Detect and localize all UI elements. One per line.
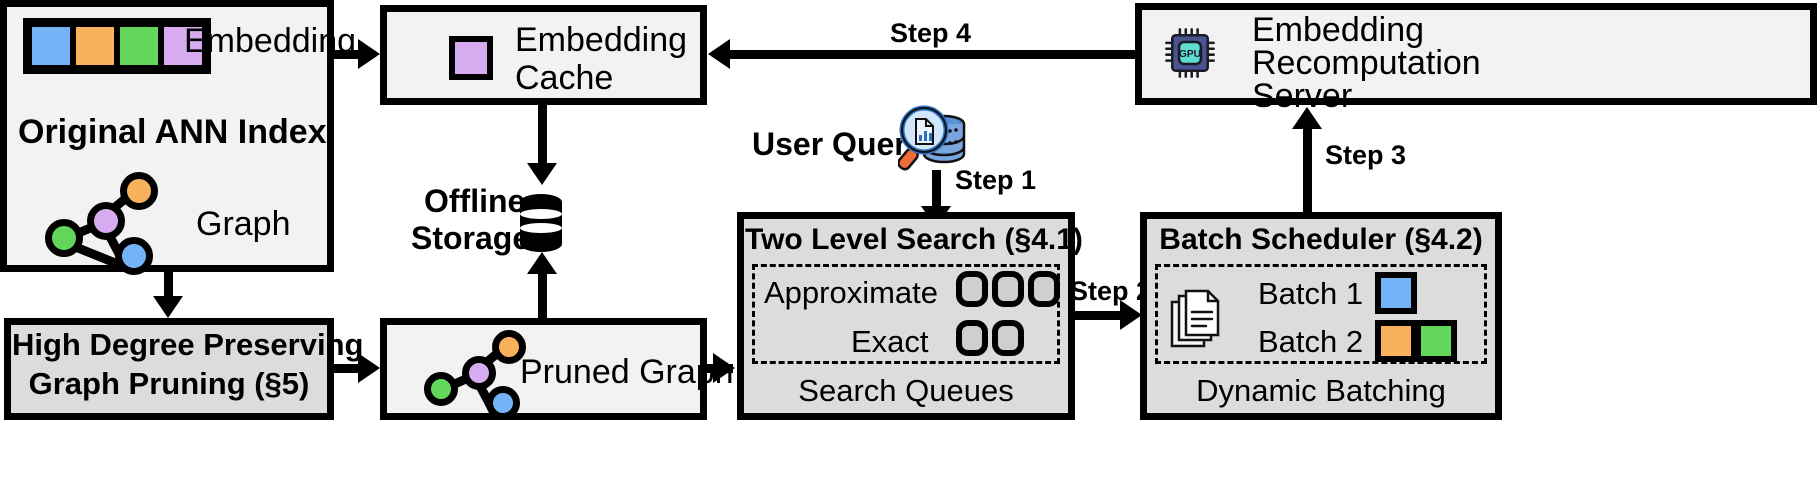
index-to-pruning-shaft xyxy=(164,272,173,300)
gpu-chip-icon: GPU xyxy=(1163,26,1217,80)
pruned-node-green xyxy=(424,372,458,406)
step4-arrow-head xyxy=(708,39,730,69)
two-level-search-title: Two Level Search (§4.1) xyxy=(745,223,1083,256)
query-search-database-icon xyxy=(897,102,972,174)
embedding-cache-swatch xyxy=(449,36,493,80)
pruned-to-storage-shaft xyxy=(538,268,547,320)
embedding-label: Embedding xyxy=(184,22,357,60)
embedding-cell-blue xyxy=(29,24,73,68)
pruned-node-purple xyxy=(462,356,496,390)
approximate-queue-slot xyxy=(992,271,1024,307)
pruning-to-graph-shaft xyxy=(334,364,360,373)
exact-queue-slot xyxy=(956,320,988,356)
recomputation-server-line2: Recomputation xyxy=(1252,44,1481,82)
graph-node-orange xyxy=(120,172,158,210)
exact-queue-label: Exact xyxy=(851,324,929,359)
svg-text:GPU: GPU xyxy=(1179,49,1201,60)
approximate-queue-label: Approximate xyxy=(764,275,939,310)
batch-2-item-green xyxy=(1415,320,1457,362)
embedding-cache-label-line1: Embedding xyxy=(515,21,688,59)
cache-to-storage-shaft xyxy=(538,105,547,167)
offline-storage-line1: Offline xyxy=(424,183,526,219)
pruned-to-storage-head xyxy=(527,252,557,274)
embedding-cache-label-line2: Cache xyxy=(515,59,614,97)
batch-scheduler-title: Batch Scheduler (§4.2) xyxy=(1159,223,1483,256)
graph-pruning-box xyxy=(4,318,334,420)
index-to-pruning-head xyxy=(153,296,183,318)
documents-stack-icon xyxy=(1168,288,1222,352)
original-ann-index-title: Original ANN Index xyxy=(18,113,327,151)
graph-to-search-head xyxy=(713,353,735,383)
batch-1-label: Batch 1 xyxy=(1258,276,1364,311)
graph-pruning-line2: Graph Pruning (§5) xyxy=(28,366,310,401)
step2-arrow-shaft xyxy=(1075,311,1125,320)
search-queues-footer: Search Queues xyxy=(798,373,1014,408)
dynamic-batching-footer: Dynamic Batching xyxy=(1196,373,1446,408)
pruned-graph-label: Pruned Graph xyxy=(520,353,734,391)
graph-node-green xyxy=(45,219,83,257)
step4-arrow-shaft xyxy=(730,50,1135,59)
embedding-cell-orange xyxy=(73,24,117,68)
batch-1-item-blue xyxy=(1375,272,1417,314)
pruning-to-graph-head xyxy=(358,353,380,383)
step1-arrow-shaft xyxy=(932,170,941,212)
approximate-queue-slot xyxy=(1028,271,1060,307)
dynamic-batching-dashed-region xyxy=(1155,264,1487,364)
batch-scheduler-box xyxy=(1140,212,1502,420)
recomputation-server-line1: Embedding xyxy=(1252,11,1425,49)
offline-storage-line2: Storage xyxy=(411,220,531,256)
pruned-node-blue xyxy=(486,386,520,420)
step3-label: Step 3 xyxy=(1325,140,1407,170)
batch-2-label: Batch 2 xyxy=(1258,324,1364,359)
graph-node-purple xyxy=(87,202,125,240)
database-icon xyxy=(518,192,564,254)
step1-label: Step 1 xyxy=(955,165,1037,195)
arrow-head-right xyxy=(358,39,380,69)
search-queues-dashed-region xyxy=(752,264,1060,364)
exact-queue-slot xyxy=(992,320,1024,356)
two-level-search-box xyxy=(737,212,1075,420)
step2-arrow-head xyxy=(1120,300,1142,330)
graph-label: Graph xyxy=(196,205,291,243)
embedding-vector-swatches xyxy=(23,18,211,74)
ann-index-graph xyxy=(40,165,170,275)
batch-2-item-orange xyxy=(1375,320,1417,362)
embedding-cell-green xyxy=(117,24,161,68)
step2-label: Step 2 xyxy=(1070,276,1152,306)
embedding-recomputation-server-box xyxy=(1135,3,1817,105)
cache-to-storage-head xyxy=(527,163,557,185)
arrow-shaft xyxy=(334,50,360,59)
pruned-node-orange xyxy=(492,330,526,364)
step4-label: Step 4 xyxy=(890,18,972,48)
step3-arrow-shaft xyxy=(1303,125,1312,212)
embedding-cache-box xyxy=(380,5,707,105)
graph-pruning-line1: High Degree Preserving xyxy=(12,327,364,362)
pruned-graph-visual xyxy=(420,328,540,420)
approximate-queue-slot xyxy=(956,271,988,307)
graph-node-blue xyxy=(115,237,153,275)
step3-arrow-head xyxy=(1292,107,1322,129)
embedding-cell-purple xyxy=(161,24,205,68)
